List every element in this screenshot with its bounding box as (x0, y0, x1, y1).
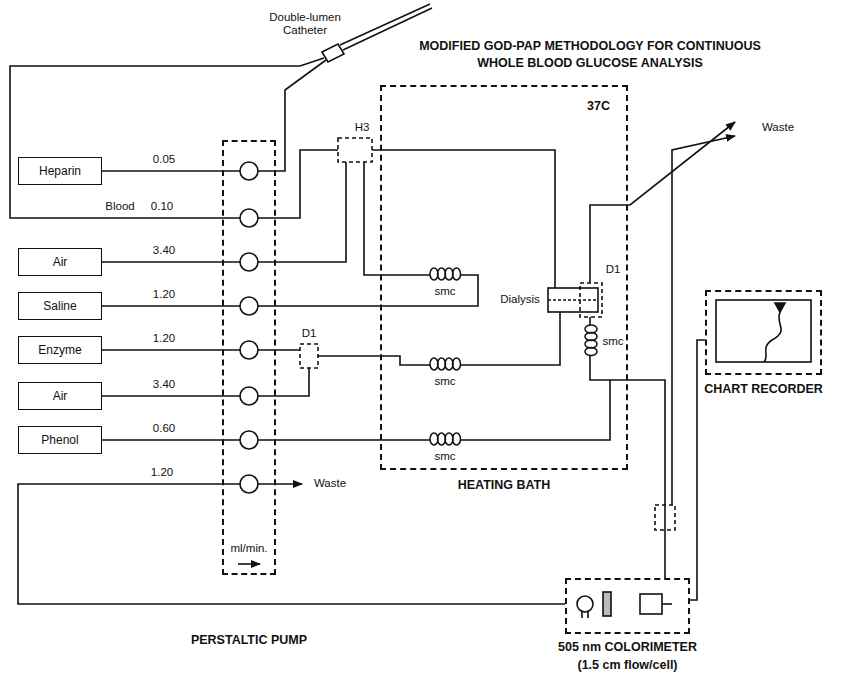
pump-tube (222, 171, 276, 484)
blood-tube (258, 150, 338, 218)
mixing-coil (453, 433, 461, 445)
part-label: ml/min. (228, 542, 269, 555)
part-label: D1 (604, 263, 623, 276)
flow-rate: 0.05 (151, 153, 177, 166)
part-label: smc (432, 450, 457, 463)
lamp (577, 596, 593, 612)
equipment-label: PERSTALTIC PUMP (189, 633, 309, 647)
flow-rate: 1.20 (151, 288, 177, 301)
reagent-box: Saline (18, 292, 102, 320)
chart-pen (775, 303, 785, 312)
sample-tube (372, 150, 555, 288)
part-label: H3 (353, 121, 372, 134)
part-label: D1 (300, 327, 319, 340)
saline-tube (258, 162, 478, 306)
chart-trace (764, 312, 781, 362)
tube-connector (690, 340, 705, 600)
mixing-coil (453, 358, 461, 370)
reagent-box: Air (18, 248, 102, 276)
tube-connector (628, 380, 665, 578)
part-label: smc (600, 335, 625, 348)
part-label: Waste (760, 121, 796, 134)
waste-tube (258, 483, 302, 485)
part-label: Blood (103, 200, 136, 213)
flow-cell (640, 594, 662, 614)
filter (603, 592, 611, 616)
part-label: Dialysis (498, 293, 542, 306)
flow-rate: 0.60 (151, 422, 177, 435)
tube-connector (102, 170, 222, 172)
pump-direction-arrow (238, 563, 260, 565)
equipment-label: 505 nm COLORIMETER (556, 640, 699, 654)
reagent-box: Air (18, 382, 102, 410)
enzyme-tube (318, 312, 560, 365)
pump-roller (240, 162, 258, 493)
equipment-frame: CHART RECORDER (705, 290, 822, 375)
box-label: Enzyme (38, 343, 81, 357)
heparin-tube (258, 60, 326, 171)
box-label: Air (53, 389, 68, 403)
reagent-box: Enzyme (18, 336, 102, 364)
part-label: smc (432, 285, 457, 298)
diagram-title: MODIFIED GOD-PAP METHODOLOGY FOR CONTINU… (395, 38, 785, 72)
tube-connector (276, 439, 380, 441)
equipment-frame: PERSTALTIC PUMP (222, 140, 276, 575)
photocell (662, 603, 672, 605)
d1-fitting (300, 344, 318, 368)
part-label: 0.10 (149, 200, 175, 213)
tube-connector (18, 484, 565, 604)
catheter-hub (322, 44, 344, 62)
temperature-label: 37C (587, 99, 610, 113)
box-label: Saline (43, 299, 76, 313)
box-label: Heparin (39, 164, 81, 178)
part-label: Double-lumen Catheter (263, 11, 347, 37)
mixing-coil (453, 268, 461, 280)
reagent-box: Phenol (18, 426, 102, 454)
equipment-frame: 505 nm COLORIMETER(1.5 cm flow/cell) (565, 578, 690, 634)
dialyser (548, 288, 598, 312)
equipment-label: (1.5 cm flow/cell) (575, 658, 679, 672)
equipment-label: CHART RECORDER (702, 382, 825, 396)
tube-connector (102, 305, 222, 307)
tube-connector (102, 395, 222, 397)
h3-fitting (338, 138, 372, 162)
air-tube (258, 162, 346, 262)
part-label: 1.20 (149, 466, 175, 479)
flow-rate: 3.40 (151, 378, 177, 391)
blood-tube (10, 58, 324, 218)
dialysis-membrane (548, 299, 598, 301)
part-label: Waste (312, 477, 348, 490)
flow-rate: 3.40 (151, 244, 177, 257)
flow-rate: 1.20 (151, 332, 177, 345)
equipment-frame: 37CHEATING BATH (380, 85, 628, 470)
tube-connector (102, 439, 222, 441)
lamp-base (582, 612, 588, 618)
tube-connector (102, 349, 222, 351)
part-label: smc (432, 375, 457, 388)
d1-fitting (580, 283, 602, 317)
chart-paper (716, 300, 811, 362)
tube-connector (102, 261, 222, 263)
box-label: Phenol (41, 433, 78, 447)
catheter-needle (340, 4, 432, 50)
box-label: Air (53, 255, 68, 269)
mixing-coil (585, 348, 597, 356)
waste-tube (590, 122, 735, 283)
equipment-label: HEATING BATH (456, 478, 553, 492)
reagent-box: Heparin (18, 157, 102, 185)
phenol-tube (380, 380, 610, 440)
